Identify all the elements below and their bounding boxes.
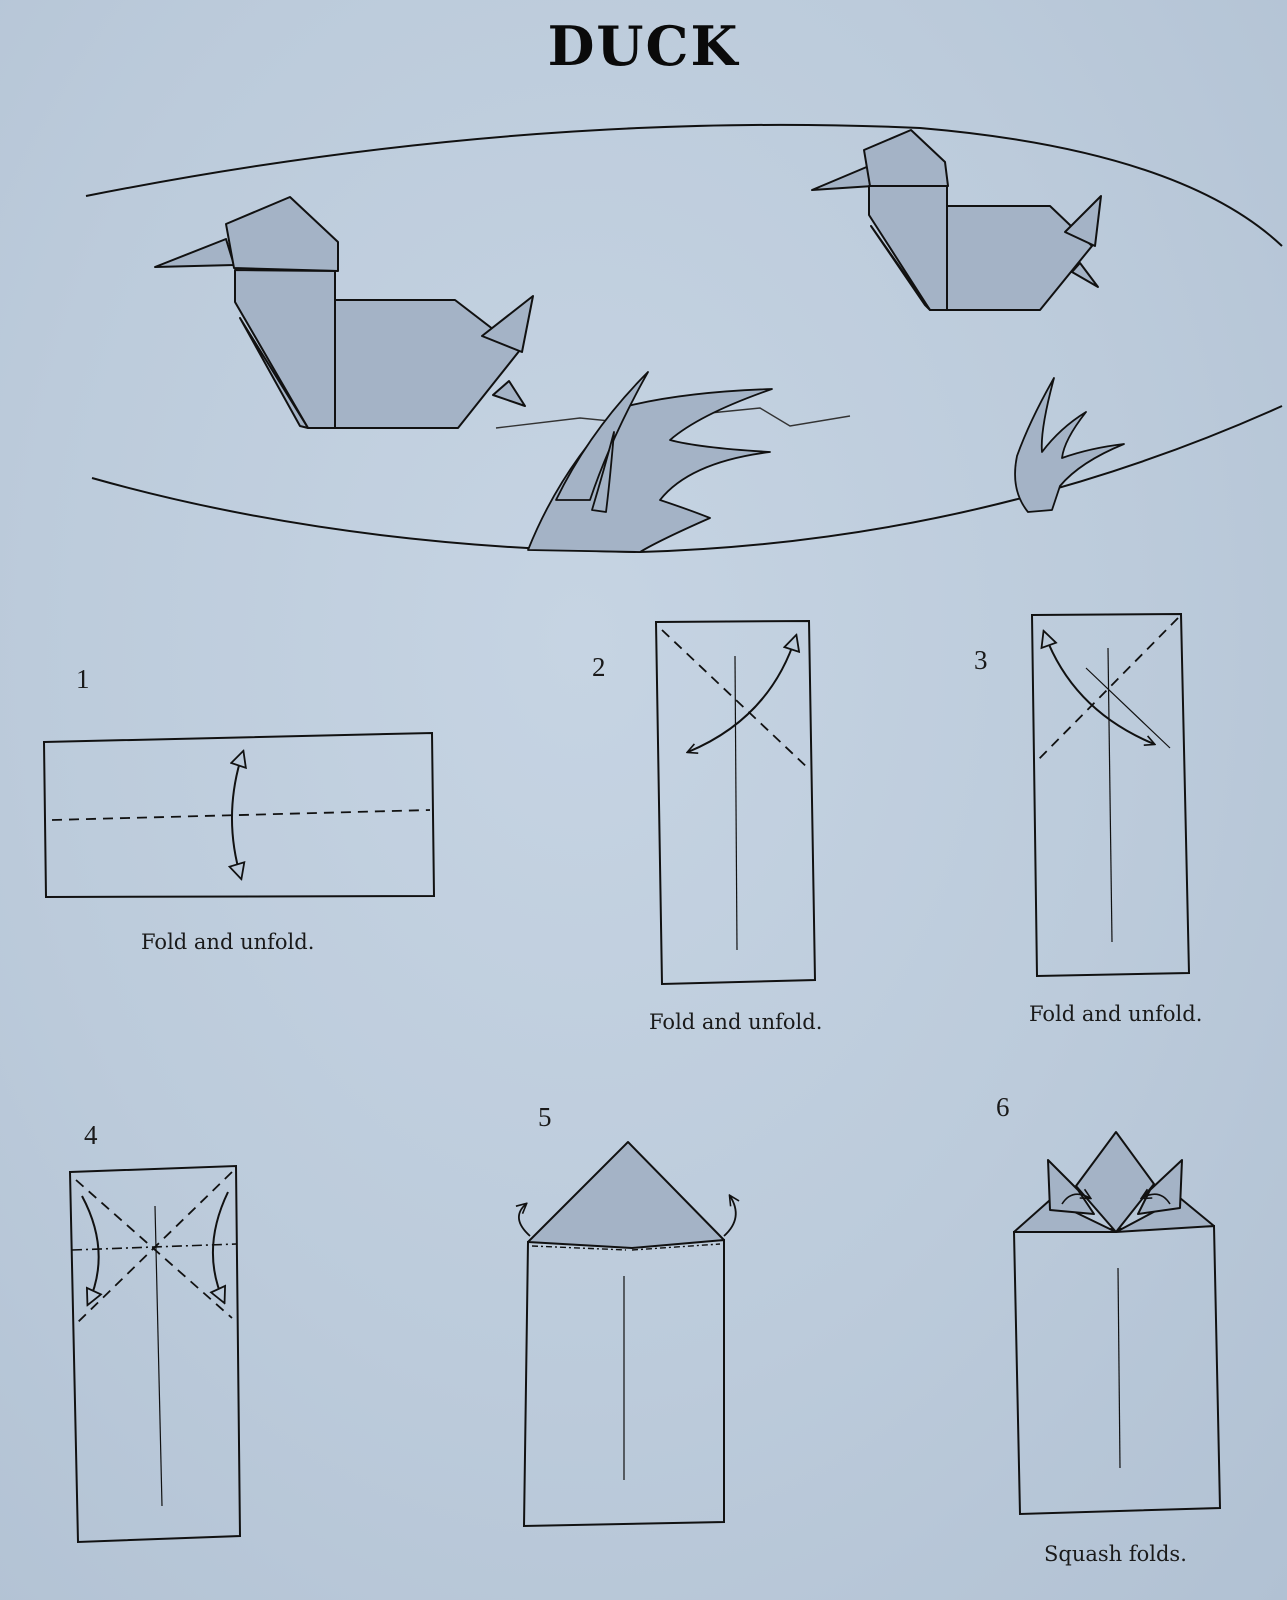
grass-illustration-center <box>527 371 773 553</box>
step-2-diagram <box>654 619 817 986</box>
step-5-number: 5 <box>538 1102 552 1132</box>
step-6-diagram <box>1012 1131 1222 1516</box>
page-title: DUCK <box>547 14 740 78</box>
step-3-previous-crease <box>1085 667 1171 749</box>
step-2-caption: Fold and unfold. <box>649 1010 823 1034</box>
step-6-center-point <box>1075 1131 1155 1233</box>
step-1-fold-arrow <box>232 752 243 878</box>
duck-right-illustration <box>811 129 1102 311</box>
step-5-arrow-right <box>723 1196 736 1237</box>
step-6-left-ear <box>1047 1159 1095 1215</box>
step-1-caption: Fold and unfold. <box>141 930 315 954</box>
step-1-valley-fold-line <box>51 809 431 821</box>
step-5-flap-edge-right <box>631 1243 721 1251</box>
step-3-caption: Fold and unfold. <box>1029 1002 1203 1026</box>
step-3-valley-fold-line <box>1035 617 1179 763</box>
hero-scene <box>85 123 1283 554</box>
grass-illustration-right <box>1014 377 1125 513</box>
step-5-flap-edge <box>531 1245 627 1251</box>
step-1-paper <box>42 731 436 899</box>
step-6-right-ear <box>1137 1159 1183 1215</box>
duck-left-illustration <box>154 196 534 429</box>
step-5-triangle-flap <box>527 1141 725 1249</box>
step-5-arrow-left <box>519 1204 531 1237</box>
step-4-diagram <box>68 1164 242 1544</box>
step-3-fold-arrow <box>1044 632 1154 744</box>
step-3-paper <box>1030 612 1191 978</box>
step-4-fold-arrow-left <box>81 1195 99 1304</box>
step-3-diagram <box>1030 612 1191 978</box>
step-6-squash-arrow-left <box>1061 1194 1090 1205</box>
step-2-number: 2 <box>592 652 606 682</box>
step-4-fold-arrow-right <box>213 1191 229 1302</box>
step-5-diagram <box>519 1141 736 1528</box>
step-6-caption: Squash folds. <box>1044 1542 1187 1566</box>
step-6-squash-arrow-right <box>1142 1194 1171 1205</box>
step-2-fold-arrow <box>688 636 796 752</box>
step-6-center-crease <box>1117 1267 1121 1469</box>
step-2-paper <box>654 619 817 986</box>
step-4-number: 4 <box>84 1120 98 1150</box>
step-4-paper <box>68 1164 242 1544</box>
step-6-number: 6 <box>996 1092 1010 1122</box>
step-6-paper-body <box>1012 1224 1222 1516</box>
step-1-number: 1 <box>76 664 90 694</box>
step-4-center-crease <box>154 1205 163 1507</box>
step-3-number: 3 <box>974 645 988 675</box>
step-1-diagram <box>42 731 436 899</box>
